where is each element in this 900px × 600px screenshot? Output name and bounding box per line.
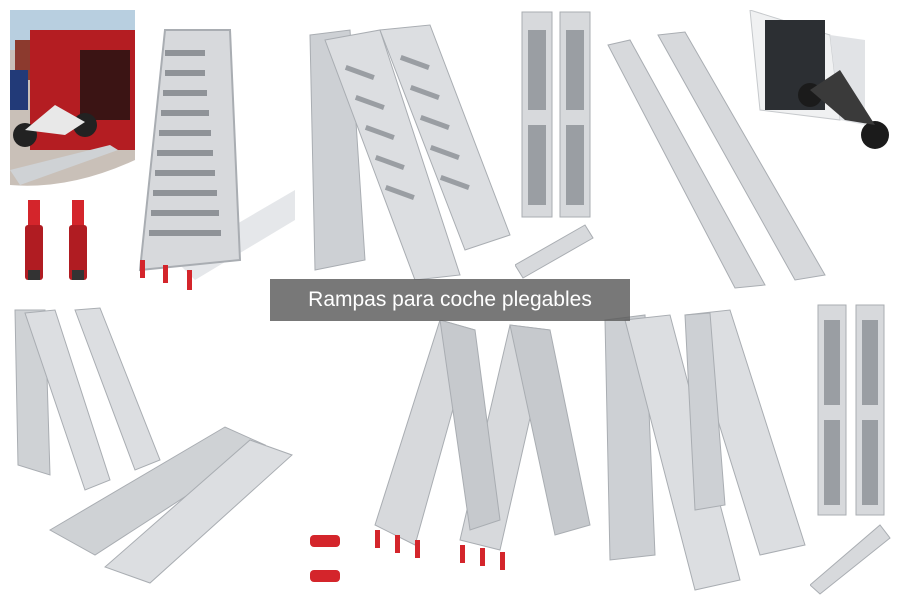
- folding-ramps-standing: [600, 305, 810, 595]
- ramps-open-and-flat: [10, 305, 295, 590]
- folding-ramp-front-view: [135, 20, 300, 290]
- caption-text: Rampas para coche plegables: [308, 288, 592, 311]
- two-folding-ramps-open: [305, 10, 515, 280]
- ratchet-straps-image: [20, 200, 100, 290]
- caption-banner: Rampas para coche plegables: [270, 279, 630, 321]
- arched-folding-ramps: [300, 320, 600, 595]
- ramps-folded-top-right: [810, 300, 895, 595]
- motorcycle-loading-photo: [10, 10, 135, 195]
- two-ramps-folded-closed: [515, 10, 595, 280]
- long-ramps-to-van: [600, 10, 895, 295]
